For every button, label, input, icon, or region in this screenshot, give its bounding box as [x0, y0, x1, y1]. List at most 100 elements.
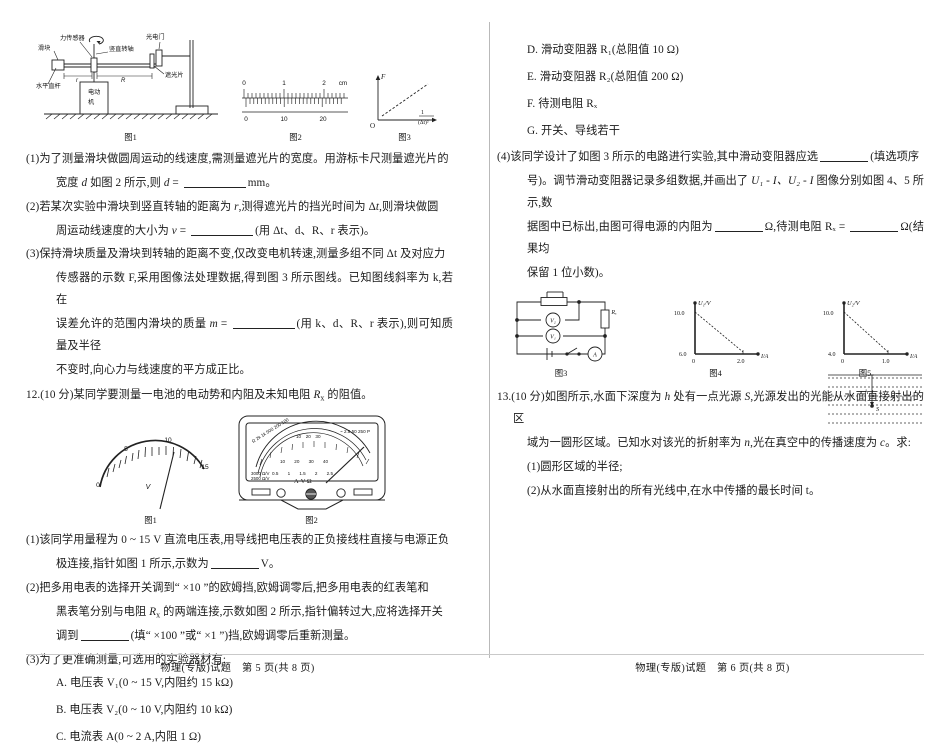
fig5-x-label: I/A — [909, 354, 918, 360]
volt-tick-0: 0 — [96, 482, 100, 489]
label-barrier: 遮光片 — [165, 71, 184, 79]
figure-1-apparatus: 力传感器 竖直转轴 光电门 滑块 遮光片 水平直杆 电动 机 r R 图1 — [36, 22, 226, 143]
right-column: D. 滑动变阻器 R₁(总阻值 10 Ω) E. 滑动变阻器 R₂(总阻值 20… — [475, 0, 950, 688]
q11-part3-line1: (3)保持滑块质量及滑块到转轴的距离不变,仅改变电机转速,测量多组不同 Δt 及… — [26, 248, 446, 261]
figure-5-caption: 图5 — [858, 369, 872, 379]
meter-figures-row: 0 5 10 15 V 图1 — [26, 413, 453, 526]
label-force-sensor: 力传感器 — [60, 34, 86, 42]
volt-tick-5: 5 — [124, 446, 128, 453]
q11-part1-line1: (1)为了测量滑块做圆周运动的线速度,需测量遮光片的宽度。用游标卡尺测量遮光片的 — [26, 149, 453, 171]
volt-tick-10: 10 — [164, 437, 172, 444]
label-slider: 滑块 — [38, 44, 50, 52]
figure-multimeter: ~ 2.5 50 250 P Ω 2k 1k 500 200 100 10 20… — [236, 413, 388, 526]
answer-blank-rheostat[interactable] — [820, 151, 869, 163]
fig4-x-label: I/A — [760, 354, 769, 360]
answer-blank-v[interactable] — [191, 224, 254, 236]
footer-left: 物理(专版)试题 第 5 页(共 8 页) — [160, 663, 315, 674]
fig5-y-tick-4: 4.0 — [828, 352, 836, 358]
voltmeter-v1-label: V₁ — [550, 335, 556, 341]
figure-2-vernier: 0 1 2 cm 0 10 20 图2 — [236, 72, 356, 143]
label-motor-2: 机 — [88, 98, 95, 106]
option-E: E. 滑动变阻器 R₂(总阻值 200 Ω) — [527, 70, 684, 83]
meter-fig1-caption: 图1 — [144, 516, 157, 526]
q12-part2-line1: (2)把多用电表的选择开关调到“ ×10 ”的欧姆挡,欧姆调零后,把多用电表的红… — [26, 581, 429, 594]
q12-part4-line4: 保留 1 位小数)。 — [527, 266, 611, 279]
fig4-x-tick: 2.0 — [737, 359, 745, 365]
fig3-origin: O — [370, 122, 375, 130]
mm-center-label: A-V-Ω — [294, 478, 312, 485]
option-F: F. 待测电阻 Rₓ — [527, 97, 598, 110]
q11-part3-line2: 传感器的示数 F,采用图像法处理数据,得到图 3 所示图线。已知图线斜率为 k,… — [56, 272, 453, 307]
footer-right: 物理(专版)试题 第 6 页(共 8 页) — [635, 663, 790, 674]
vernier-tick-0: 0 — [244, 116, 248, 123]
figure-voltmeter-scale: 0 5 10 15 V 图1 — [92, 425, 210, 526]
figure-4-graph: U₁/V 10.0 6.0 0 2.0 I/A 图4 — [671, 292, 771, 379]
q11-part2-line1: (2)若某次实验中滑块到竖直转轴的距离为 r,测得遮光片的挡光时间为 Δt,则滑… — [26, 200, 439, 213]
fig5-origin: 0 — [841, 359, 844, 365]
column-divider — [489, 22, 490, 658]
answer-blank-m[interactable] — [232, 317, 295, 329]
mm-scale-top: 10 20 30 — [296, 434, 321, 439]
meter-fig2-caption: 图2 — [305, 516, 318, 526]
q12-part4-line2: 号)。调节滑动变阻器记录多组数据,并画出了 U₁ - I、U₂ - I 图像分别… — [527, 175, 924, 210]
unit-cm: cm — [338, 80, 347, 87]
figure-13-water: h S — [826, 372, 924, 428]
answer-blank-rx[interactable] — [850, 220, 899, 232]
fig5-y-tick-10: 10.0 — [823, 311, 834, 317]
fig4-y-tick-6: 6.0 — [679, 352, 687, 358]
voltmeter-v2-label: V₂ — [550, 319, 556, 325]
ammeter-label: A — [592, 353, 597, 359]
q11-part1-label: (1) — [26, 153, 40, 165]
q13-line2: 域为一圆形区域。已知水对该光的折射率为 n,光在真空中的传播速度为 c。求: — [527, 437, 911, 450]
option-G: G. 开关、导线若干 — [527, 124, 620, 137]
q12-part3-line1: (3)为了更准确测量,可选用的实验器材有: — [26, 653, 227, 666]
fig4-origin: 0 — [692, 359, 695, 365]
answer-blank-d[interactable] — [183, 176, 246, 188]
q12-score: (10 分) — [40, 389, 74, 402]
label-motor-1: 电动 — [88, 88, 100, 96]
fig5-y-label: U₂/V — [847, 300, 861, 307]
answer-blank-voltage[interactable] — [210, 558, 259, 570]
q11-part3-line4: 不变时,向心力与线速度的平方成正比。 — [56, 363, 251, 376]
q11-part3-line3: 误差允许的范围内滑块的质量 m = (用 k、d、R、r 表示),则可知质量及半… — [56, 317, 453, 352]
answer-blank-internal-r[interactable] — [714, 220, 763, 232]
mm-range-top: ~ 2.5 50 250 P — [340, 429, 370, 434]
depth-h-label: h — [865, 389, 868, 396]
q12-stem: 12.(10 分)某同学要测量一电池的电动势和内阻及未知电阻 Rx 的阻值。 — [26, 389, 373, 403]
option-C: C. 电流表 A(0 ~ 2 A,内阻 1 Ω) — [56, 731, 202, 744]
label-r: r — [76, 78, 79, 84]
fig3-x-label: 1 — [421, 110, 424, 116]
volt-tick-15: 15 — [201, 464, 209, 471]
q12-part1-line1: (1)该同学用量程为 0 ~ 15 V 直流电压表,用导线把电压表的正负接线柱直… — [26, 534, 450, 547]
q12-number: 12. — [26, 389, 41, 402]
q12-part2-line3: 调到(填“ ×100 ”或“ ×1 ”)挡,欧姆调零后重新测量。 — [56, 629, 356, 642]
vernier-tick-10: 10 — [280, 116, 288, 123]
figure-4-caption: 图4 — [709, 369, 722, 379]
figures-3-4-5-row: V₂ V₁ A Rₓ 图3 — [497, 288, 924, 379]
figure-row-1: 力传感器 竖直转轴 光电门 滑块 遮光片 水平直杆 电动 机 r R 图1 — [26, 22, 453, 143]
label-R: R — [121, 78, 126, 84]
source-s-label: S — [876, 406, 880, 413]
figure-5-graph: U₂/V 10.0 4.0 0 1.0 I/A 图5 — [820, 292, 920, 379]
answer-blank-ohm-range[interactable] — [80, 629, 129, 641]
option-D: D. 滑动变阻器 R₁(总阻值 10 Ω) — [527, 44, 679, 56]
figure-3-circuit-caption: 图3 — [554, 369, 568, 379]
mm-corner-2: 2500 Ω/V — [251, 476, 269, 481]
fig4-y-label: U₁/V — [698, 300, 712, 307]
q11-part1-text: 为了测量滑块做圆周运动的线速度,需测量遮光片的宽度。用游标卡尺测量遮光片的 — [39, 153, 449, 165]
figure-1-caption: 图1 — [124, 133, 137, 142]
main-tick-1: 1 — [282, 80, 286, 87]
mm-scale-mid: 10 20 30 40 — [280, 459, 328, 464]
mm-scale-low: 0.5 1 1.5 2 2.5 — [272, 471, 333, 476]
main-tick-2: 2 — [322, 80, 326, 87]
q13-number: 13. — [497, 391, 512, 404]
main-tick-0: 0 — [242, 80, 246, 87]
q13-subitem-2: (2)从水面直接射出的所有光线中,在水中传播的最长时间 t。 — [527, 484, 821, 497]
q12-part4-line1: (4)该同学设计了如图 3 所示的电路进行实验,其中滑动变阻器应选(填选项序 — [497, 151, 920, 164]
left-column: 力传感器 竖直转轴 光电门 滑块 遮光片 水平直杆 电动 机 r R 图1 — [0, 0, 475, 743]
label-photogate: 光电门 — [146, 33, 165, 41]
option-B: B. 电压表 V₂(0 ~ 10 V,内阻约 10 kΩ) — [56, 704, 233, 717]
